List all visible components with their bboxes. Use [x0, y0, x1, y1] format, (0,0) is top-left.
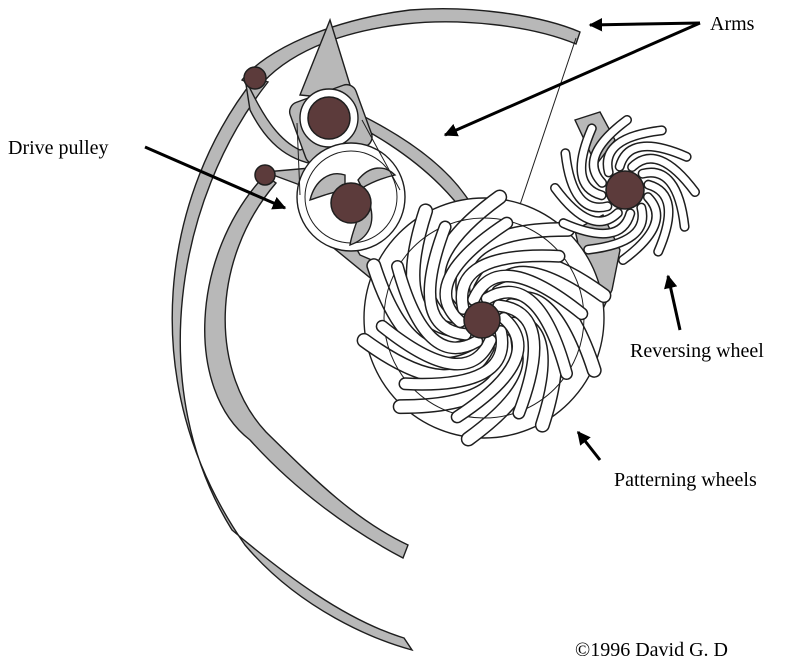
pivot-ball	[244, 67, 266, 89]
label-patterning-wheels: Patterning wheels	[614, 469, 757, 491]
upper-pulley-hub	[308, 97, 350, 139]
reversing-wheel-hub	[606, 171, 644, 209]
patterning-wheel-hub	[464, 302, 500, 338]
label-drive-pulley: Drive pulley	[8, 137, 109, 159]
arms-arrow	[590, 23, 700, 25]
patterning-wheels	[364, 197, 604, 439]
label-arms: Arms	[710, 13, 755, 35]
drive-pulley-hub	[331, 183, 371, 223]
label-copyright: ©1996 David G. D	[575, 639, 728, 656]
patterning-wheels-arrow	[578, 432, 600, 460]
label-reversing-wheel: Reversing wheel	[630, 340, 764, 362]
arm-top	[242, 9, 580, 88]
pivot-ball	[255, 165, 275, 185]
reversing-wheel-arrow	[668, 276, 680, 330]
drive-pulley-assembly	[287, 82, 405, 251]
